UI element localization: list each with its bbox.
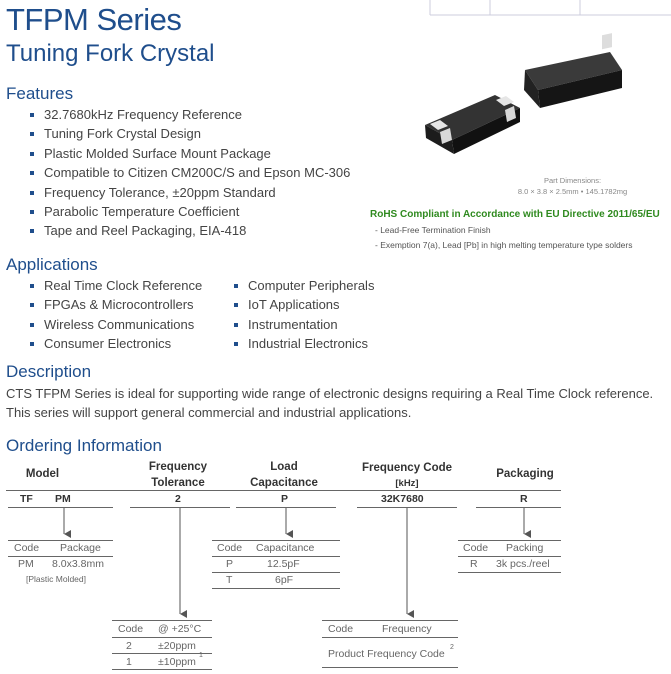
freq-row: Product Frequency Code <box>328 648 445 660</box>
rohs-title: RoHS Compliant in Accordance with EU Dir… <box>370 209 660 220</box>
packing-desc: 3k pcs./reel <box>496 558 550 570</box>
list-item: Instrumentation <box>234 315 374 334</box>
list-item: 32.7680kHz Frequency Reference <box>30 105 350 124</box>
list-item: Real Time Clock Reference <box>30 276 202 295</box>
footnote-marker: 1 <box>199 652 203 659</box>
packing-header-code: Code <box>463 542 489 554</box>
rohs-note: - Lead-Free Termination Finish <box>375 225 491 235</box>
list-item: Computer Peripherals <box>234 276 374 295</box>
features-heading: Features <box>6 84 74 103</box>
col-frequency-code-1: Frequency Code <box>361 462 453 474</box>
ordering-heading: Ordering Information <box>6 436 162 455</box>
underline <box>357 507 457 508</box>
table-rule <box>212 556 340 557</box>
table-rule <box>322 620 458 621</box>
description-heading: Description <box>6 362 92 381</box>
col-packaging: Packaging <box>496 468 554 480</box>
tol-code: 1 <box>126 656 132 668</box>
decorative-grid <box>429 0 671 16</box>
col-load-1: Load <box>270 461 298 473</box>
description-line: This series will support general commerc… <box>6 405 412 420</box>
tol-header-temp: @ +25°C <box>158 623 202 635</box>
product-image <box>425 33 622 154</box>
value-pm: PM <box>55 493 71 505</box>
list-item: Industrial Electronics <box>234 334 374 353</box>
page-subtitle: Tuning Fork Crystal <box>6 40 215 67</box>
table-rule <box>8 556 113 557</box>
underline <box>236 507 336 508</box>
list-item: Tape and Reel Packaging, EIA-418 <box>30 221 350 240</box>
description-line: CTS TFPM Series is ideal for supporting … <box>6 386 654 401</box>
col-model: Model <box>25 468 60 480</box>
underline <box>8 507 113 508</box>
table-rule <box>112 669 212 670</box>
table-rule <box>458 556 561 557</box>
packing-code: R <box>470 558 478 570</box>
divider <box>6 490 561 491</box>
table-rule <box>458 540 561 541</box>
cap-value: 6pF <box>275 574 294 586</box>
table-rule <box>212 540 340 541</box>
list-item: Parabolic Temperature Coefficient <box>30 202 350 221</box>
list-item: Tuning Fork Crystal Design <box>30 124 350 143</box>
applications-list-col1: Real Time Clock Reference FPGAs & Microc… <box>30 276 202 354</box>
value-packaging: R <box>520 493 528 505</box>
table-rule <box>112 653 212 654</box>
list-item: Plastic Molded Surface Mount Package <box>30 144 350 163</box>
cap-header-code: Code <box>217 542 243 554</box>
list-item: Frequency Tolerance, ±20ppm Standard <box>30 183 350 202</box>
table-rule <box>322 637 458 638</box>
list-item: Compatible to Citizen CM200C/S and Epson… <box>30 163 350 182</box>
tol-header-code: Code <box>118 623 144 635</box>
value-tf: TF <box>20 493 33 505</box>
table-rule <box>212 588 340 589</box>
package-note: [Plastic Molded] <box>26 574 86 584</box>
table-rule <box>458 572 561 573</box>
rohs-note: - Exemption 7(a), Lead [Pb] in high melt… <box>375 240 633 250</box>
package-header-code: Code <box>14 542 40 554</box>
col-frequency-code-2: [kHz] <box>395 478 419 489</box>
value-load: P <box>281 493 289 505</box>
applications-list-col2: Computer Peripherals IoT Applications In… <box>234 276 374 354</box>
col-tolerance-1: Frequency <box>148 461 208 473</box>
package-desc: 8.0x3.8mm <box>52 558 104 570</box>
cap-value: 12.5pF <box>267 558 300 570</box>
page-title: TFPM Series <box>6 2 182 37</box>
list-item: Wireless Communications <box>30 315 202 334</box>
value-tolerance: 2 <box>175 493 181 505</box>
col-tolerance-2: Tolerance <box>151 477 205 489</box>
tol-code: 2 <box>126 640 132 652</box>
list-item: Consumer Electronics <box>30 334 202 353</box>
cap-code: T <box>226 574 233 586</box>
cap-code: P <box>226 558 234 570</box>
col-load-2: Capacitance <box>250 477 318 489</box>
footnote-marker: 2 <box>450 644 454 651</box>
part-dimensions-label: Part Dimensions: <box>543 176 602 185</box>
table-rule <box>112 620 212 621</box>
applications-heading: Applications <box>6 255 98 274</box>
packing-header-packing: Packing <box>506 542 544 554</box>
cap-header-capacitance: Capacitance <box>256 542 315 554</box>
freq-header-code: Code <box>328 623 354 635</box>
table-rule <box>8 540 113 541</box>
table-rule <box>112 637 212 638</box>
table-rule <box>322 667 458 668</box>
package-code: PM <box>18 558 34 570</box>
underline <box>476 507 561 508</box>
package-header-package: Package <box>60 542 101 554</box>
part-dimensions-value: 8.0 × 3.8 × 2.5mm • 145.1782mg <box>517 187 628 196</box>
value-frequency: 32K7680 <box>381 493 424 505</box>
features-list: 32.7680kHz Frequency Reference Tuning Fo… <box>30 105 350 241</box>
freq-header-frequency: Frequency <box>382 623 432 635</box>
table-rule <box>212 572 340 573</box>
tol-value: ±20ppm <box>158 640 196 652</box>
tol-value: ±10ppm <box>158 656 196 668</box>
underline <box>130 507 230 508</box>
list-item: IoT Applications <box>234 295 374 314</box>
list-item: FPGAs & Microcontrollers <box>30 295 202 314</box>
